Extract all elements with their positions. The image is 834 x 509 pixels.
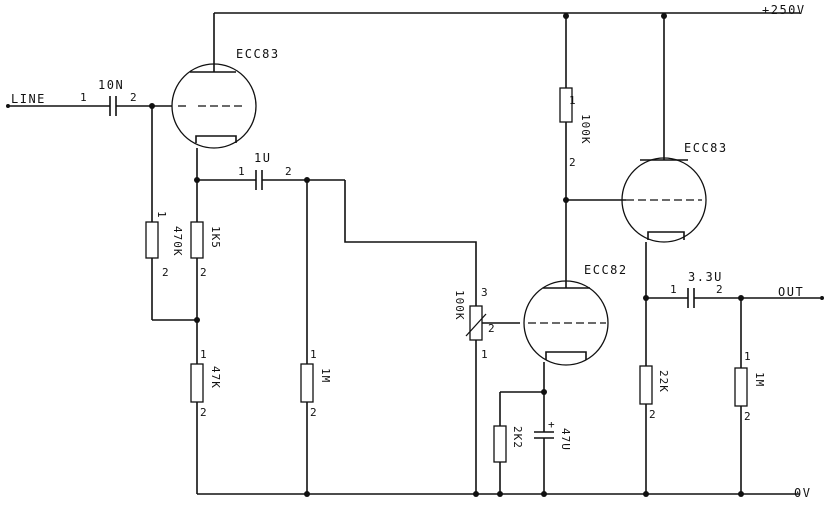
pin-label: 2: [200, 406, 208, 419]
pin-label: 2: [716, 283, 724, 296]
pin-label: 1: [238, 165, 246, 178]
c-in-value: 10N: [98, 78, 124, 92]
pin-label: 1: [481, 348, 489, 361]
c-out-value: 3.3U: [688, 270, 723, 284]
tube-v2-label: ECC82: [584, 263, 628, 277]
tube-v2: ECC82: [523, 263, 628, 366]
r-load-value: 1M: [319, 368, 332, 383]
pin-label: 2: [162, 266, 170, 279]
r-plate-value: 100K: [579, 114, 592, 145]
r-grid-value: 470K: [171, 226, 184, 257]
c-bypass-value: 47U: [559, 428, 572, 451]
pin-label: 1: [744, 350, 752, 363]
pin-label: 2: [744, 410, 752, 423]
pot-value: 100K: [453, 290, 466, 321]
pin-label: 3: [481, 286, 489, 299]
pin-label: 1: [670, 283, 678, 296]
r-cath3-value: 22K: [657, 370, 670, 393]
pin-label: 2: [310, 406, 318, 419]
coupling-cap: 1U 1 2: [197, 151, 345, 190]
output-stage: 3.3U 1 2 OUT 22K 2 1M 1 2: [639, 270, 824, 494]
resistor-load: 1M 1 2: [300, 180, 332, 494]
input-label: LINE: [11, 92, 46, 106]
tube-v1-label: ECC83: [236, 47, 280, 61]
input-section: LINE 1 10N 2: [6, 78, 172, 116]
pin-label: 2: [285, 165, 293, 178]
pin-label: 2: [130, 91, 138, 104]
cathode-v2: 2K2 47U +: [493, 362, 572, 494]
supply-rail: +250V: [213, 3, 806, 160]
tube-v1: ECC83: [171, 47, 280, 180]
ground-rail: 0V: [197, 486, 811, 500]
pin-label: 1: [310, 348, 318, 361]
tube-v3-label: ECC83: [684, 141, 728, 155]
pin-label: 1: [155, 211, 168, 219]
potentiometer: 100K 3 2 1: [344, 180, 520, 494]
resistor-plate: 100K 1 2: [559, 87, 626, 288]
ground-label: 0V: [794, 486, 811, 500]
r-cath2-value: 2K2: [511, 426, 524, 449]
r-outload-value: 1M: [753, 372, 766, 387]
tube-v3: ECC83: [621, 141, 728, 298]
pin-label: 2: [569, 156, 577, 169]
pin-label: 2: [649, 408, 657, 421]
pin-label: 1: [569, 94, 577, 107]
r-bias-value: 47K: [209, 366, 222, 389]
pin-label: 2: [488, 322, 496, 335]
pin-label: 1: [200, 348, 208, 361]
pin-label: 2: [200, 266, 208, 279]
c-couple-value: 1U: [254, 151, 271, 165]
cathode-chain-v1: 1K5 2 47K 1 2: [190, 177, 222, 494]
r-cath1-value: 1K5: [209, 226, 222, 249]
supply-label: +250V: [762, 3, 806, 17]
plus-mark: +: [548, 418, 556, 431]
resistor-grid: 470K 1 2: [145, 106, 197, 321]
pin-label: 1: [80, 91, 88, 104]
output-label: OUT: [778, 285, 804, 299]
